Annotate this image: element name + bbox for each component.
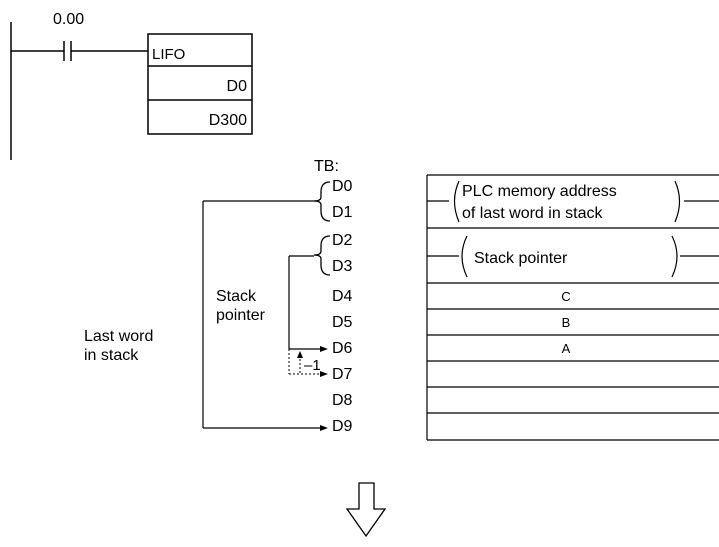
row-label-d9: D9: [332, 418, 353, 435]
row-label-d6: D6: [332, 340, 353, 357]
decrement-indicator: [288, 349, 322, 375]
cell-c: C: [561, 289, 570, 304]
row-label-d2: D2: [332, 232, 353, 249]
row-label-d1: D1: [332, 204, 353, 221]
row-label-d0: D0: [332, 178, 353, 195]
cell-a: A: [562, 341, 571, 356]
row-label-d7: D7: [332, 366, 353, 383]
annotation-lines: [202, 200, 322, 429]
stack-pointer-label-line-2: pointer: [216, 307, 266, 324]
brace-d0-d1: [313, 181, 331, 222]
decrement-up-arrowhead: [297, 351, 303, 358]
instruction-operand-1: D0: [227, 78, 248, 95]
memory-table: [426, 174, 719, 441]
stack-pointer-arrowhead: [320, 346, 328, 352]
instruction-name: LIFO: [152, 46, 185, 63]
paren-address-left: [453, 180, 460, 223]
braces: [313, 181, 331, 276]
last-word-label-line-2: in stack: [84, 347, 139, 364]
paren-pointer-right: [671, 235, 678, 278]
last-word-arrowhead: [320, 425, 328, 431]
paren-address-right: [674, 180, 681, 223]
down-arrow-icon: [345, 482, 387, 538]
arrowheads: [297, 346, 328, 431]
stack-pointer-label-line-1: Stack: [216, 288, 257, 305]
cell-b: B: [562, 315, 571, 330]
paren-pointer-left: [461, 235, 468, 278]
contact-address: 0.00: [53, 11, 84, 28]
instruction-operand-2: D300: [209, 112, 247, 129]
last-word-label-line-1: Last word: [84, 328, 153, 345]
decrement-label: –1: [304, 357, 321, 374]
row-label-d3: D3: [332, 258, 353, 275]
row-label-d5: D5: [332, 314, 353, 331]
address-note-line-2: of last word in stack: [462, 205, 604, 222]
tb-label: TB:: [314, 158, 339, 175]
stack-pointer-note: Stack pointer: [474, 250, 568, 267]
brace-d2-d3: [313, 235, 331, 276]
ladder-rung: [10, 22, 253, 160]
address-note-line-1: PLC memory address: [462, 183, 617, 200]
row-label-d8: D8: [332, 392, 353, 409]
row-labels: D0 D1 D2 D3 D4 D5 D6 D7 D8 D9: [332, 178, 353, 435]
decrement-bottom-arrowhead: [320, 371, 328, 377]
row-label-d4: D4: [332, 288, 353, 305]
instruction-block: [147, 33, 253, 135]
